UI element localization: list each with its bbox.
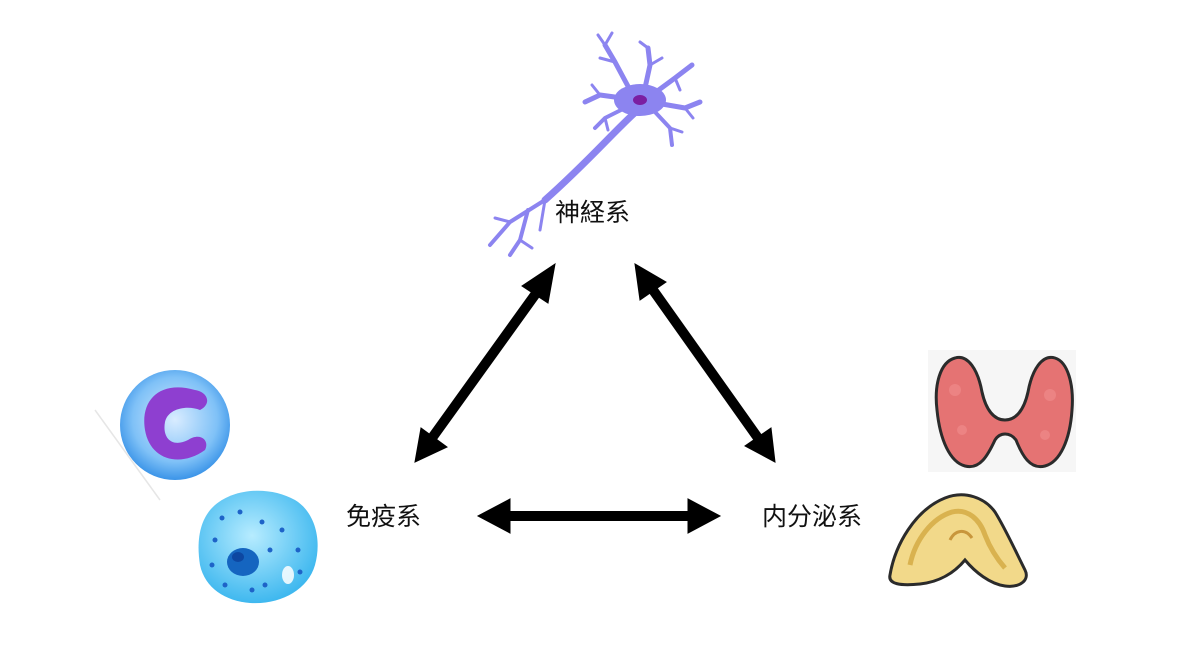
neutrophil-icon	[94, 370, 230, 501]
macrophage-icon	[198, 490, 318, 604]
neuron-icon	[488, 31, 703, 257]
arrow-nervous-endocrine	[634, 263, 776, 463]
immune-system-label: 免疫系	[346, 502, 422, 531]
endocrine-system-label: 内分泌系	[762, 502, 863, 531]
thyroid-icon	[928, 350, 1076, 472]
adrenal-gland-icon	[888, 493, 1028, 588]
arrow-nervous-immune	[414, 262, 556, 463]
nervous-system-label: 神経系	[555, 198, 631, 227]
arrow-immune-endocrine	[476, 498, 722, 534]
